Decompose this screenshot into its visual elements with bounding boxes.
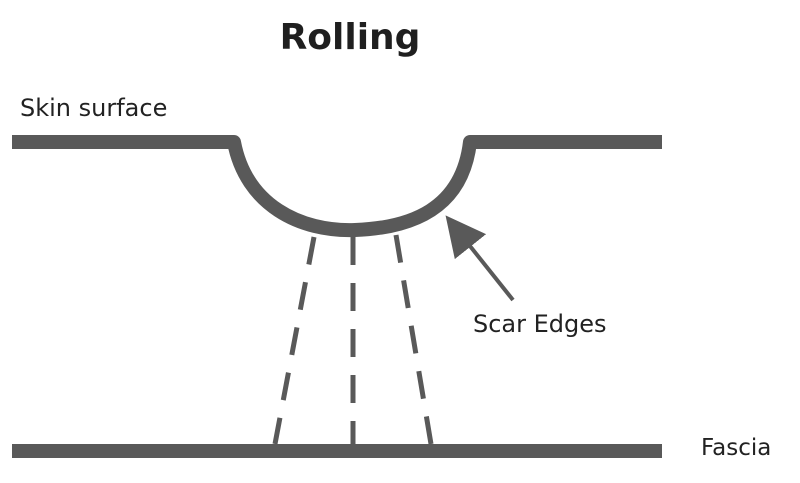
fascia-label: Fascia xyxy=(701,435,772,461)
skin-surface-label: Skin surface xyxy=(20,94,168,122)
fibrous-band-right xyxy=(393,234,434,445)
diagram-title: Rolling xyxy=(279,17,421,58)
fibrous-band-left xyxy=(272,236,317,445)
scar-edges-label: Scar Edges xyxy=(473,310,607,338)
skin-surface-line xyxy=(12,135,662,238)
scar-edges-arrow xyxy=(445,215,515,302)
